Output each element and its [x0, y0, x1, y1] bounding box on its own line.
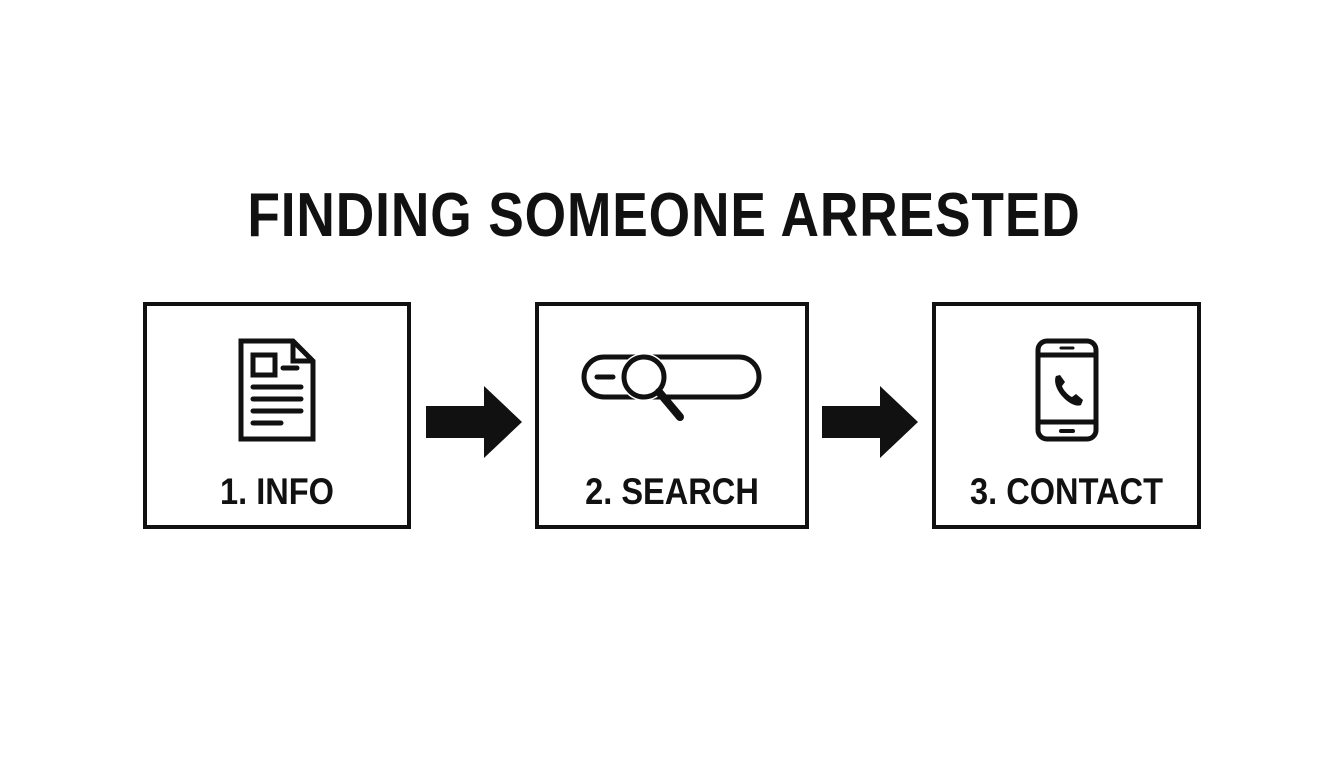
step-label: 3. CONTACT: [970, 471, 1163, 512]
search-bar-icon: [539, 334, 805, 446]
document-icon: [147, 334, 407, 446]
phone-icon: [936, 334, 1197, 446]
arrow-right-icon: [822, 386, 918, 458]
arrow-right-icon: [426, 386, 522, 458]
step-contact: 3. CONTACT: [932, 302, 1201, 529]
step-search: 2. SEARCH: [535, 302, 809, 529]
step-label: 1. INFO: [220, 471, 334, 512]
diagram-title: FINDING SOMEONE ARRESTED: [247, 181, 1081, 250]
step-info: 1. INFO: [143, 302, 411, 529]
step-label: 2. SEARCH: [585, 471, 759, 512]
